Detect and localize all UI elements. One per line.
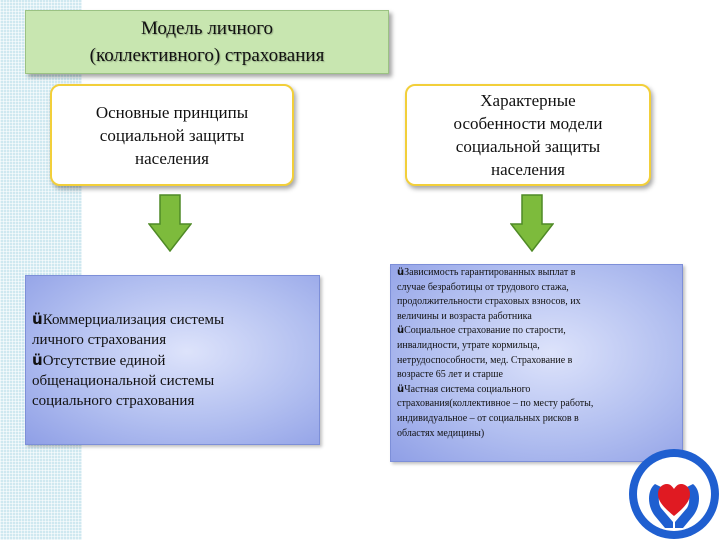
title-line-2: (коллективного) страхования bbox=[89, 45, 325, 66]
principles-item-2-line-1: üОтсутствие единой bbox=[32, 351, 166, 369]
features-item-1-line-1: üЗависимость гарантированных выплат в bbox=[397, 267, 576, 278]
features-item-3-line-2: страхования(коллективное – по месту рабо… bbox=[397, 398, 594, 410]
principles-item-1-line-2: личного страхования bbox=[32, 332, 167, 348]
principles-list: üКоммерциализация системы личного страхо… bbox=[25, 275, 320, 445]
principles-line-2: социальной защиты bbox=[99, 125, 245, 145]
down-arrow-icon bbox=[148, 194, 192, 252]
features-item-3-line-1: üЧастная система социального bbox=[397, 383, 531, 395]
title-line-1: Модель личного bbox=[140, 18, 274, 39]
decorative-side-strip bbox=[0, 0, 82, 540]
down-arrow-icon bbox=[510, 194, 554, 252]
features-box: Характерные особенности модели социально… bbox=[405, 84, 651, 186]
principles-line-1: Основные принципы bbox=[95, 102, 249, 122]
features-line-3: социальной защиты bbox=[455, 137, 601, 156]
features-item-2-line-3: нетрудоспособности, мед. Страхование в bbox=[397, 354, 573, 366]
hands-heart-icon bbox=[629, 449, 719, 539]
features-item-1-line-3: продолжительности страховых взносов, их bbox=[397, 296, 581, 308]
title-box: Модель личного (коллективного) страхован… bbox=[25, 10, 389, 74]
check-icon: ü bbox=[397, 325, 405, 337]
principles-box: Основные принципы социальной защиты насе… bbox=[50, 84, 294, 186]
features-item-3-line-4: областях медицины) bbox=[397, 427, 485, 439]
check-icon: ü bbox=[397, 267, 405, 278]
features-item-2-line-2: инвалидности, утрате кормильца, bbox=[397, 339, 540, 351]
features-item-2-line-1: üСоциальное страхование по старости, bbox=[397, 325, 566, 337]
check-icon: ü bbox=[32, 310, 43, 328]
features-item-1-line-2: случае безработицы от трудового стажа, bbox=[397, 281, 569, 293]
features-line-4: населения bbox=[491, 160, 565, 179]
features-list: üЗависимость гарантированных выплат в сл… bbox=[390, 264, 683, 462]
features-item-1-line-4: величины и возраста работника bbox=[397, 310, 532, 322]
features-line-1: Характерные bbox=[480, 91, 576, 110]
features-item-2-line-4: возрасте 65 лет и старше bbox=[397, 369, 503, 381]
features-line-2: особенности модели bbox=[453, 114, 603, 133]
features-item-3-line-3: индивидуальное – от социальных рисков в bbox=[397, 412, 579, 424]
principles-item-1-line-1: üКоммерциализация системы bbox=[32, 310, 225, 328]
principles-line-3: населения bbox=[135, 148, 209, 168]
principles-item-2-line-3: социального страхования bbox=[32, 393, 195, 409]
check-icon: ü bbox=[397, 383, 405, 395]
principles-item-2-line-2: общенациональной системы bbox=[32, 373, 215, 389]
check-icon: ü bbox=[32, 351, 43, 369]
